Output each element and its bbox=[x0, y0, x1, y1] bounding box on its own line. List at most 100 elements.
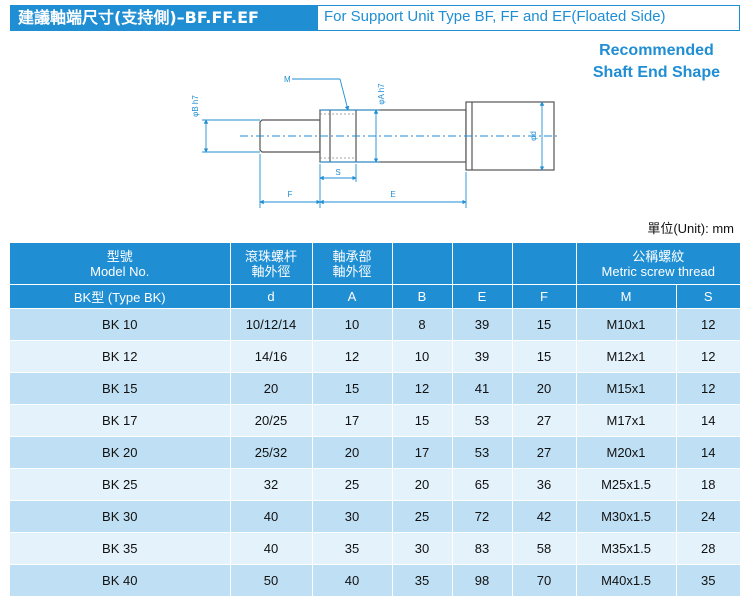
cell-a: 40 bbox=[312, 564, 393, 596]
header-shaft-diameter: 滾珠螺杆 軸外徑 bbox=[230, 243, 313, 285]
cell-e: 72 bbox=[452, 500, 513, 533]
cell-e: 39 bbox=[452, 308, 513, 341]
header-shaft-zh1: 滾珠螺杆 bbox=[244, 248, 297, 264]
cell-b: 17 bbox=[392, 436, 453, 469]
header-metric-thread: 公稱螺紋 Metric screw thread bbox=[576, 243, 740, 285]
label-m: M bbox=[284, 75, 291, 84]
col-header-a: A bbox=[312, 284, 393, 309]
table-header-top: 型號 Model No. 滾珠螺杆 軸外徑 軸承部 軸外徑 公稱螺紋 Metri… bbox=[10, 243, 740, 285]
table-row: BK 30 40 30 25 72 42 M30x1.5 24 bbox=[10, 500, 740, 533]
cell-d: 20/25 bbox=[230, 404, 313, 437]
table-row: BK 25 32 25 20 65 36 M25x1.5 18 bbox=[10, 468, 740, 501]
shaft-end-diagram: M φB h7 φA h7 φd S F E bbox=[191, 75, 558, 208]
col-header-d: d bbox=[230, 284, 313, 309]
header-bearing-diameter: 軸承部 軸外徑 bbox=[312, 243, 393, 285]
cell-m: M35x1.5 bbox=[576, 532, 677, 565]
header-model-en: Model No. bbox=[90, 263, 150, 279]
cell-a: 20 bbox=[312, 436, 393, 469]
cell-f: 20 bbox=[512, 372, 577, 405]
recommended-line1: Recommended bbox=[599, 42, 714, 59]
cell-s: 18 bbox=[676, 468, 740, 501]
cell-model: BK 15 bbox=[10, 372, 231, 405]
table-row: BK 40 50 40 35 98 70 M40x1.5 35 bbox=[10, 564, 740, 596]
cell-f: 36 bbox=[512, 468, 577, 501]
cell-e: 39 bbox=[452, 340, 513, 373]
cell-a: 35 bbox=[312, 532, 393, 565]
col-header-b: B bbox=[392, 284, 453, 309]
cell-model: BK 30 bbox=[10, 500, 231, 533]
cell-a: 10 bbox=[312, 308, 393, 341]
cell-model: BK 17 bbox=[10, 404, 231, 437]
col-header-m: M bbox=[576, 284, 677, 309]
cell-m: M17x1 bbox=[576, 404, 677, 437]
label-f: F bbox=[288, 190, 293, 199]
cell-f: 27 bbox=[512, 404, 577, 437]
cell-b: 25 bbox=[392, 500, 453, 533]
thread-lines bbox=[320, 113, 356, 159]
table-row: BK 17 20/25 17 15 53 27 M17x1 14 bbox=[10, 404, 740, 437]
recommended-line2: Shaft End Shape bbox=[592, 64, 720, 81]
cell-s: 24 bbox=[676, 500, 740, 533]
label-phi-b: φB h7 bbox=[191, 95, 200, 117]
cell-e: 41 bbox=[452, 372, 513, 405]
cell-d: 32 bbox=[230, 468, 313, 501]
cell-d: 50 bbox=[230, 564, 313, 596]
header-model-zh: 型號 bbox=[106, 248, 133, 264]
cell-s: 35 bbox=[676, 564, 740, 596]
cell-b: 30 bbox=[392, 532, 453, 565]
recommended-shaft-end-shape: Recommended Shaft End Shape bbox=[593, 40, 720, 84]
table-row: BK 35 40 35 30 83 58 M35x1.5 28 bbox=[10, 532, 740, 565]
header-bearing-zh1: 軸承部 bbox=[332, 248, 372, 264]
header-thread-en: Metric screw thread bbox=[601, 263, 715, 279]
cell-s: 28 bbox=[676, 532, 740, 565]
cell-model: BK 10 bbox=[10, 308, 231, 341]
table-row: BK 10 10/12/14 10 8 39 15 M10x1 12 bbox=[10, 308, 740, 341]
table-row: BK 12 14/16 12 10 39 15 M12x1 12 bbox=[10, 340, 740, 373]
cell-d: 40 bbox=[230, 532, 313, 565]
col-header-f: F bbox=[512, 284, 577, 309]
cell-b: 12 bbox=[392, 372, 453, 405]
cell-e: 98 bbox=[452, 564, 513, 596]
cell-m: M40x1.5 bbox=[576, 564, 677, 596]
cell-model: BK 20 bbox=[10, 436, 231, 469]
cell-model: BK 35 bbox=[10, 532, 231, 565]
spec-table: 型號 Model No. 滾珠螺杆 軸外徑 軸承部 軸外徑 公稱螺紋 Metri… bbox=[10, 243, 740, 596]
col-header-s: S bbox=[676, 284, 740, 309]
cell-model: BK 25 bbox=[10, 468, 231, 501]
cell-d: 20 bbox=[230, 372, 313, 405]
label-phi-d: φd bbox=[529, 131, 538, 141]
col-header-e: E bbox=[452, 284, 513, 309]
table-header-columns: BK型 (Type BK) d A B E F M S bbox=[10, 284, 740, 309]
cell-f: 27 bbox=[512, 436, 577, 469]
cell-m: M30x1.5 bbox=[576, 500, 677, 533]
cell-a: 25 bbox=[312, 468, 393, 501]
label-s: S bbox=[335, 168, 340, 177]
cell-b: 15 bbox=[392, 404, 453, 437]
label-phi-a: φA h7 bbox=[377, 83, 386, 105]
cell-a: 30 bbox=[312, 500, 393, 533]
cell-f: 58 bbox=[512, 532, 577, 565]
cell-b: 8 bbox=[392, 308, 453, 341]
label-e: E bbox=[390, 190, 395, 199]
cell-f: 15 bbox=[512, 308, 577, 341]
cell-e: 53 bbox=[452, 436, 513, 469]
cell-m: M10x1 bbox=[576, 308, 677, 341]
cell-s: 14 bbox=[676, 404, 740, 437]
header-empty-e bbox=[452, 243, 513, 285]
table-row: BK 15 20 15 12 41 20 M15x1 12 bbox=[10, 372, 740, 405]
cell-b: 20 bbox=[392, 468, 453, 501]
cell-d: 40 bbox=[230, 500, 313, 533]
cell-s: 12 bbox=[676, 308, 740, 341]
cell-d: 10/12/14 bbox=[230, 308, 313, 341]
cell-model: BK 40 bbox=[10, 564, 231, 596]
header-shaft-zh2: 軸外徑 bbox=[251, 263, 291, 279]
cell-a: 17 bbox=[312, 404, 393, 437]
header-empty-b bbox=[392, 243, 453, 285]
cell-m: M12x1 bbox=[576, 340, 677, 373]
cell-b: 35 bbox=[392, 564, 453, 596]
col-header-type: BK型 (Type BK) bbox=[10, 284, 231, 309]
cell-f: 42 bbox=[512, 500, 577, 533]
cell-m: M20x1 bbox=[576, 436, 677, 469]
cell-e: 53 bbox=[452, 404, 513, 437]
cell-f: 70 bbox=[512, 564, 577, 596]
